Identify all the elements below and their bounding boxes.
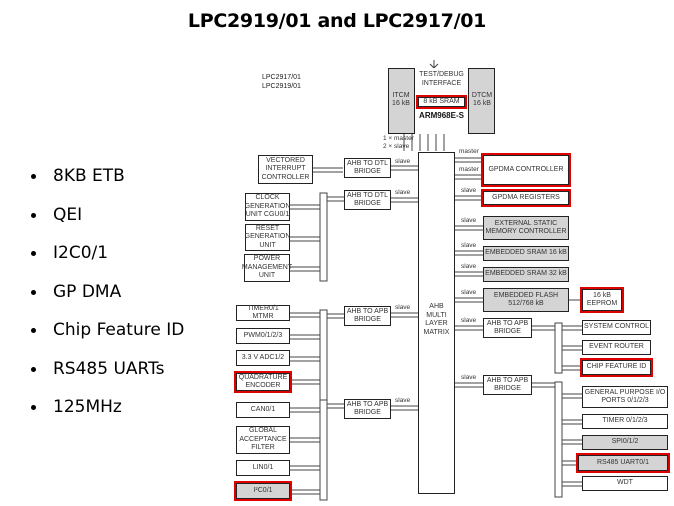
bullet-item: 8KB ETB xyxy=(28,160,184,199)
vectored-interrupt-controller: VECTORED INTERRUPT CONTROLLER xyxy=(258,155,313,184)
embedded-flash: EMBEDDED FLASH 512/768 kB xyxy=(483,288,569,312)
can-block: CAN0/1 xyxy=(236,402,290,418)
bullet-dot-icon xyxy=(31,405,36,410)
bullet-item: 125MHz xyxy=(28,391,184,430)
ahb-apb-bridge-1: AHB TO APB BRIDGE xyxy=(344,306,391,326)
timer-block: TIMER 0/1/2/3 xyxy=(582,414,668,429)
bullet-dot-icon xyxy=(31,174,36,179)
port-label: slave xyxy=(461,374,477,381)
pwm-block: PWM0/1/2/3 xyxy=(236,328,290,344)
embedded-sram-16kb: EMBEDDED SRAM 16 kB xyxy=(483,246,569,261)
port-label: slave xyxy=(395,189,411,196)
rs485-uart-block: RS485 UART0/1 xyxy=(576,453,670,473)
bus-note: 1 × master 2 × slave xyxy=(383,135,414,150)
ahb-dtl-bridge-1: AHB TO DTL BRIDGE xyxy=(344,158,391,178)
bullet-dot-icon xyxy=(31,212,36,218)
bullet-dot-icon xyxy=(31,328,36,333)
spi-block: SPI0/1/2 xyxy=(582,435,668,450)
bullet-item: RS485 UARTs xyxy=(28,353,184,392)
port-label: slave xyxy=(461,263,477,270)
slide-title: LPC2919/01 and LPC2917/01 xyxy=(187,10,487,32)
port-label: slave xyxy=(395,397,411,404)
adc-block: 3.3 V ADC1/2 xyxy=(236,350,290,366)
bullet-item: QEI xyxy=(28,199,184,238)
embedded-sram-32kb: EMBEDDED SRAM 32 kB xyxy=(483,267,569,282)
ahb-apb-bridge-4: AHB TO APB BRIDGE xyxy=(483,375,532,395)
port-label: slave xyxy=(395,158,411,165)
eeprom-16kb: 16 kB EEPROM xyxy=(580,287,624,313)
arm-core-label: ARM968E-S xyxy=(419,110,464,120)
external-memory-controller: EXTERNAL STATIC MEMORY CONTROLLER xyxy=(483,216,569,240)
system-control: SYSTEM CONTROL xyxy=(582,320,651,335)
port-label: master xyxy=(459,166,479,173)
gpdma-registers: GPDMA REGISTERS xyxy=(481,189,571,207)
i2c-block: I²C0/1 xyxy=(234,481,292,501)
event-router: EVENT ROUTER xyxy=(582,340,651,355)
reset-generation-unit: RESET GENERATION UNIT xyxy=(245,224,290,251)
port-label: slave xyxy=(461,289,477,296)
global-acceptance-filter: GLOBAL ACCEPTANCE FILTER xyxy=(236,426,290,454)
port-label: slave xyxy=(461,187,477,194)
port-label: slave xyxy=(461,217,477,224)
port-label: slave xyxy=(461,242,477,249)
bullet-dot-icon xyxy=(31,251,36,256)
ahb-apb-bridge-3: AHB TO APB BRIDGE xyxy=(483,318,532,338)
ahb-apb-bridge-2: AHB TO APB BRIDGE xyxy=(344,399,391,419)
bullet-item: Chip Feature ID xyxy=(28,314,184,353)
clock-generation-unit: CLOCK GENERATION UNIT CGU0/1 xyxy=(245,193,290,221)
bullet-dot-icon xyxy=(31,289,36,295)
chip-feature-id: CHIP FEATURE ID xyxy=(580,358,653,377)
port-label: slave xyxy=(461,317,477,324)
ahb-multi-layer-matrix: AHB MULTI LAYER MATRIX xyxy=(418,152,455,494)
bullet-item: GP DMA xyxy=(28,276,184,315)
gpdma-controller: GPDMA CONTROLLER xyxy=(481,153,571,187)
timer-mtmr-block: TIMER0/1 MTMR xyxy=(236,305,290,321)
wdt-block: WDT xyxy=(582,476,668,491)
quadrature-encoder-block: QUADRATURE ENCODER xyxy=(234,371,292,393)
itcm-block: ITCM 16 kB xyxy=(392,91,410,108)
port-label: slave xyxy=(395,304,411,311)
lin-block: LIN0/1 xyxy=(236,460,290,476)
sram-8kb-block: 8 kB SRAM xyxy=(416,95,467,109)
feature-list: 8KB ETB QEI I2C0/1 GP DMA Chip Feature I… xyxy=(28,160,184,430)
bullet-item: I2C0/1 xyxy=(28,237,184,276)
port-label: master xyxy=(459,148,479,155)
power-management-unit: POWER MANAGEMENT UNIT xyxy=(242,254,292,282)
gpio-ports: GENERAL PURPOSE I/O PORTS 0/1/2/3 xyxy=(582,386,668,408)
ahb-dtl-bridge-2: AHB TO DTL BRIDGE xyxy=(344,190,391,210)
variant-labels: LPC2917/01 LPC2919/01 xyxy=(262,74,301,90)
bullet-dot-icon xyxy=(31,366,36,372)
dtcm-block: DTCM 16 kB xyxy=(471,91,493,108)
